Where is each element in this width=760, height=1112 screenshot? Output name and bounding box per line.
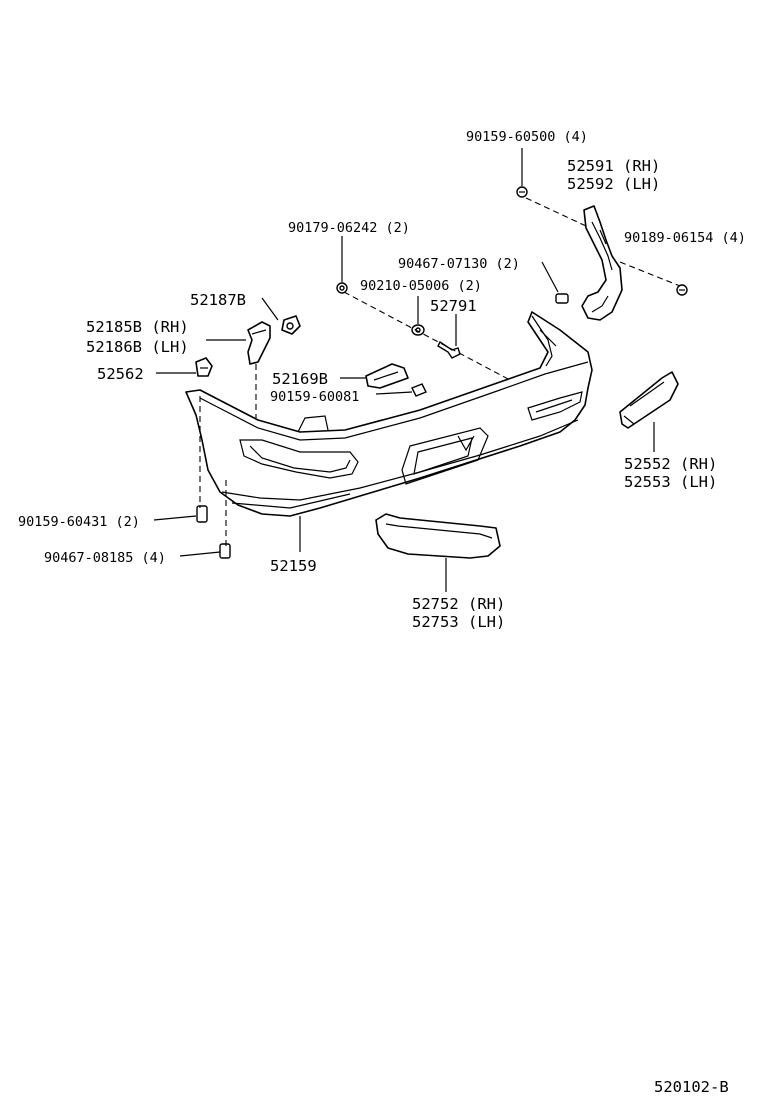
bracket-52185B [247,321,271,365]
label-52791: 52791 [430,297,477,315]
side-retainer-52591 [581,205,623,321]
label-52752: 52752 (RH) [412,595,505,613]
label-52169B: 52169B [272,370,328,388]
assembly-dashed-lines [199,197,681,546]
label-90159-60500: 90159-60500 (4) [466,129,588,145]
bumper-cover-52159 [185,311,593,517]
label-52562: 52562 [97,365,144,383]
label-90467-07130: 90467-07130 (2) [398,256,520,272]
diagram-id: 520102-B [654,1078,729,1096]
label-52185B: 52185B (RH) [86,318,189,336]
label-90179-06242: 90179-06242 (2) [288,220,410,236]
bracket-52169B [365,363,409,389]
label-90159-60431: 90159-60431 (2) [18,514,140,530]
side-molding-52552 [619,371,679,429]
label-90159-60081: 90159-60081 [270,389,359,405]
label-52159: 52159 [270,557,317,575]
fastener-90159-60500 [516,186,528,198]
screw-90159-60081 [411,383,427,397]
screw-90467-08185 [219,543,231,559]
washer-90210-05006 [411,324,425,336]
label-52186B: 52186B (LH) [86,338,189,356]
label-90467-08185: 90467-08185 (4) [44,550,166,566]
clip-52187B [281,315,301,335]
extension-52752 [375,513,501,559]
screw-90159-60431 [196,505,208,523]
label-52753: 52753 (LH) [412,613,505,631]
label-52187B: 52187B [190,291,246,309]
label-90210-05006: 90210-05006 (2) [360,278,482,294]
leader-lines [153,148,655,592]
label-52553: 52553 (LH) [624,473,717,491]
nut-90179-06242 [336,282,348,294]
label-52552: 52552 (RH) [624,455,717,473]
fastener-90189-06154 [676,284,688,296]
label-52592: 52592 (LH) [567,175,660,193]
label-90189-06154: 90189-06154 (4) [624,230,746,246]
bolt-52791 [437,340,461,359]
label-52591: 52591 (RH) [567,157,660,175]
clip-52562 [195,357,213,377]
screw-90467-07130 [555,293,569,304]
